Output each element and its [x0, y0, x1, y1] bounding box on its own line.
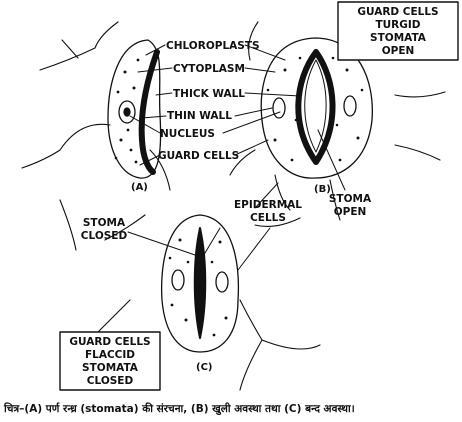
label-stoma-open-1: STOMA: [329, 193, 372, 205]
label-epidermal-1: EPIDERMAL: [234, 199, 302, 211]
box-b-line-1: GUARD CELLS: [357, 6, 438, 18]
box-c-line-1: GUARD CELLS: [69, 336, 150, 348]
box-b-line-4: OPEN: [382, 45, 415, 57]
box-b-turgid: GUARD CELLS TURGID STOMATA OPEN: [337, 1, 459, 61]
panel-a-guard-cell: (A): [21, 21, 171, 251]
label-chloroplasts: CHLOROPLASTS: [166, 40, 260, 52]
box-c-line-4: CLOSED: [87, 375, 134, 387]
label-thick-wall: THICK WALL: [173, 88, 245, 100]
box-b-line-3: STOMATA: [370, 32, 427, 44]
stomata-diagram: (A) (B) GUARD CELLS TURGID STOMATA OPEN: [21, 1, 459, 391]
label-thin-wall: THIN WALL: [167, 110, 232, 122]
box-b-line-2: TURGID: [375, 19, 420, 31]
label-cytoplasm: CYTOPLASM: [173, 63, 245, 75]
central-labels: CHLOROPLASTS CYTOPLASM THICK WALL THIN W…: [81, 40, 372, 271]
box-c-line-2: FLACCID: [85, 349, 135, 361]
label-nucleus: NUCLEUS: [160, 128, 215, 140]
panel-a-label: (A): [131, 182, 148, 193]
box-c-flaccid: GUARD CELLS FLACCID STOMATA CLOSED: [59, 331, 161, 391]
label-stoma-open-2: OPEN: [334, 206, 367, 218]
panel-b-label: (B): [314, 184, 331, 195]
label-epidermal-2: CELLS: [250, 212, 286, 224]
panel-b-open-stoma: (B): [229, 21, 446, 221]
label-stoma-closed-2: CLOSED: [81, 230, 128, 242]
label-guard-cells: GUARD CELLS: [158, 150, 239, 162]
figure-caption: चित्र–(A) पर्ण रन्ध्र (stomata) की संरचन…: [4, 403, 355, 415]
label-stoma-closed-1: STOMA: [83, 217, 126, 229]
panel-c-label: (C): [196, 362, 212, 373]
box-c-line-3: STOMATA: [82, 362, 139, 374]
panel-c-closed-stoma: (C): [94, 214, 321, 391]
